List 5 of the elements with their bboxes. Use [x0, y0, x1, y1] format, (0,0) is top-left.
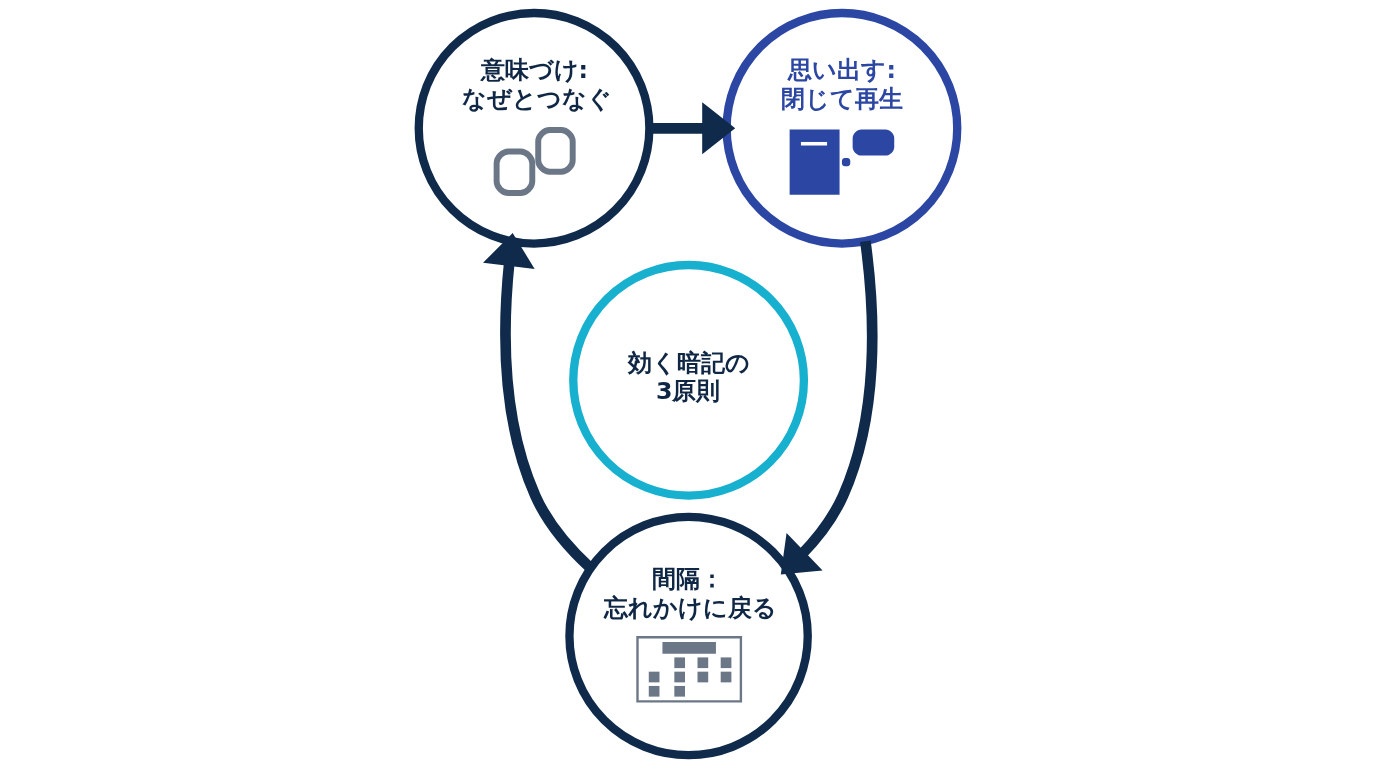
node-circle: 間隔：忘れかけに戻る [565, 512, 812, 760]
arrow [780, 240, 878, 575]
node-circle: 思い出す:閉じて再生 [722, 8, 962, 248]
node-circle: 意味づけ:なぜとつなぐ [414, 8, 654, 248]
node-circle: 効く暗記の3原則 [569, 260, 809, 500]
